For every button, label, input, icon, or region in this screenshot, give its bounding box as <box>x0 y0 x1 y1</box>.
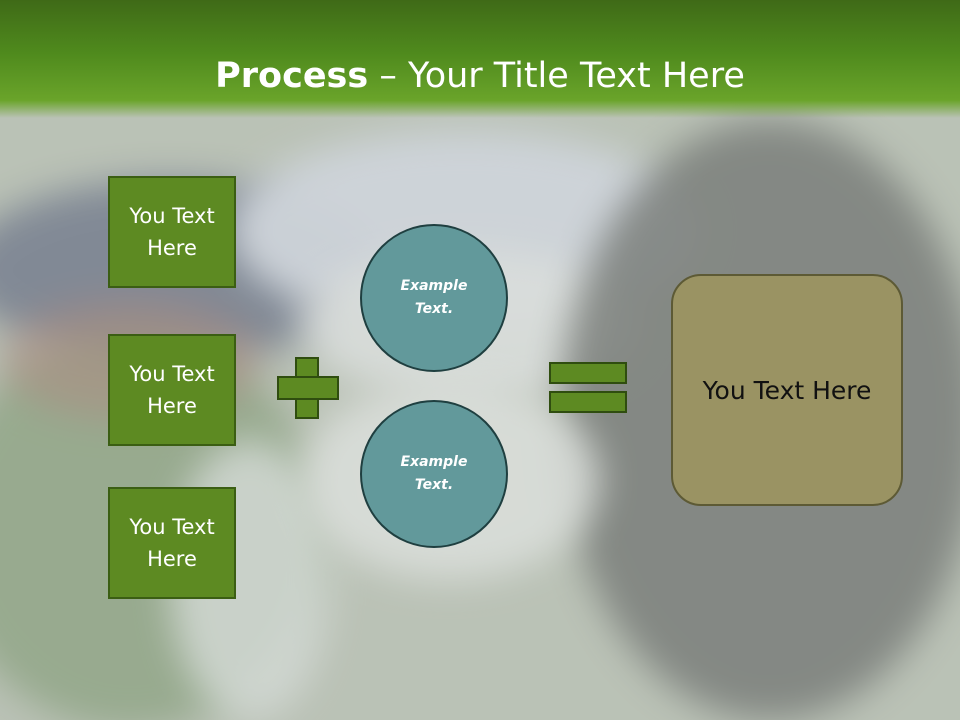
title-bar <box>0 0 960 118</box>
input-box-1: You Text Here <box>108 176 236 288</box>
title-rest: – Your Title Text Here <box>368 56 745 96</box>
input-box-3-text: You Text Here <box>129 515 215 571</box>
result-box-text: You Text Here <box>702 375 872 405</box>
input-box-2-text: You Text Here <box>129 362 215 418</box>
example-circle-2: Example Text. <box>360 400 508 548</box>
example-circle-1-text: Example Text. <box>400 278 468 317</box>
slide-title: Process – Your Title Text Here <box>0 54 960 98</box>
input-box-2: You Text Here <box>108 334 236 446</box>
example-circle-1: Example Text. <box>360 224 508 372</box>
input-box-1-text: You Text Here <box>129 204 215 260</box>
title-bold: Process <box>215 56 369 96</box>
input-box-3: You Text Here <box>108 487 236 599</box>
example-circle-2-text: Example Text. <box>400 454 468 493</box>
result-box: You Text Here <box>671 274 903 506</box>
